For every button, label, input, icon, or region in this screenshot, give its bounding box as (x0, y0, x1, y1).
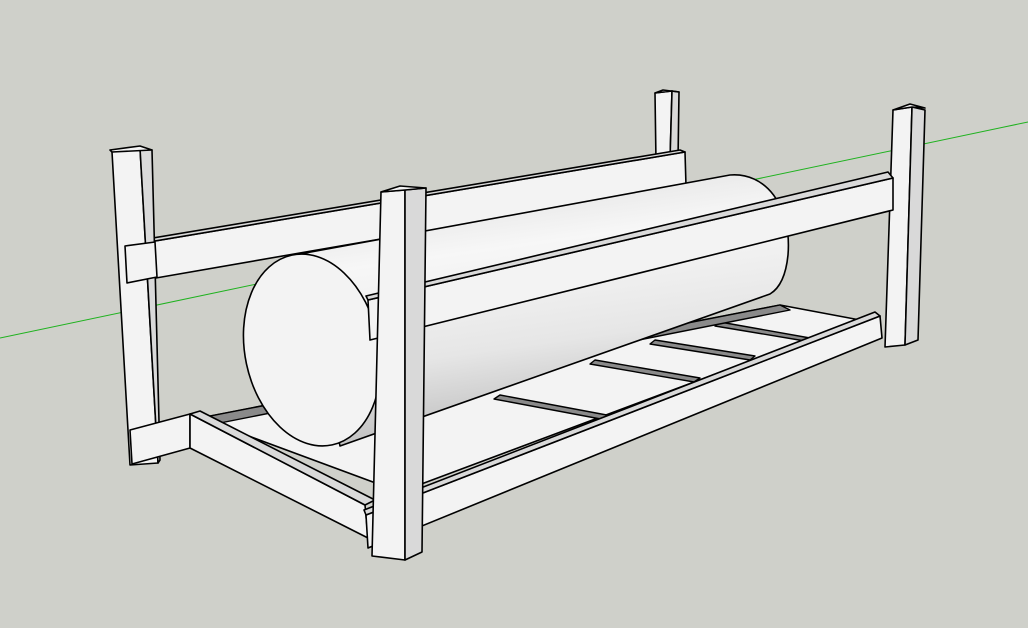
upper-front-rail[interactable] (365, 171, 894, 341)
front-left-post[interactable] (371, 185, 427, 561)
lower-left-rail[interactable] (129, 410, 376, 539)
lower-front-rail[interactable] (363, 311, 883, 549)
front-right-post[interactable] (884, 103, 926, 348)
rear-left-post[interactable] (109, 145, 161, 466)
